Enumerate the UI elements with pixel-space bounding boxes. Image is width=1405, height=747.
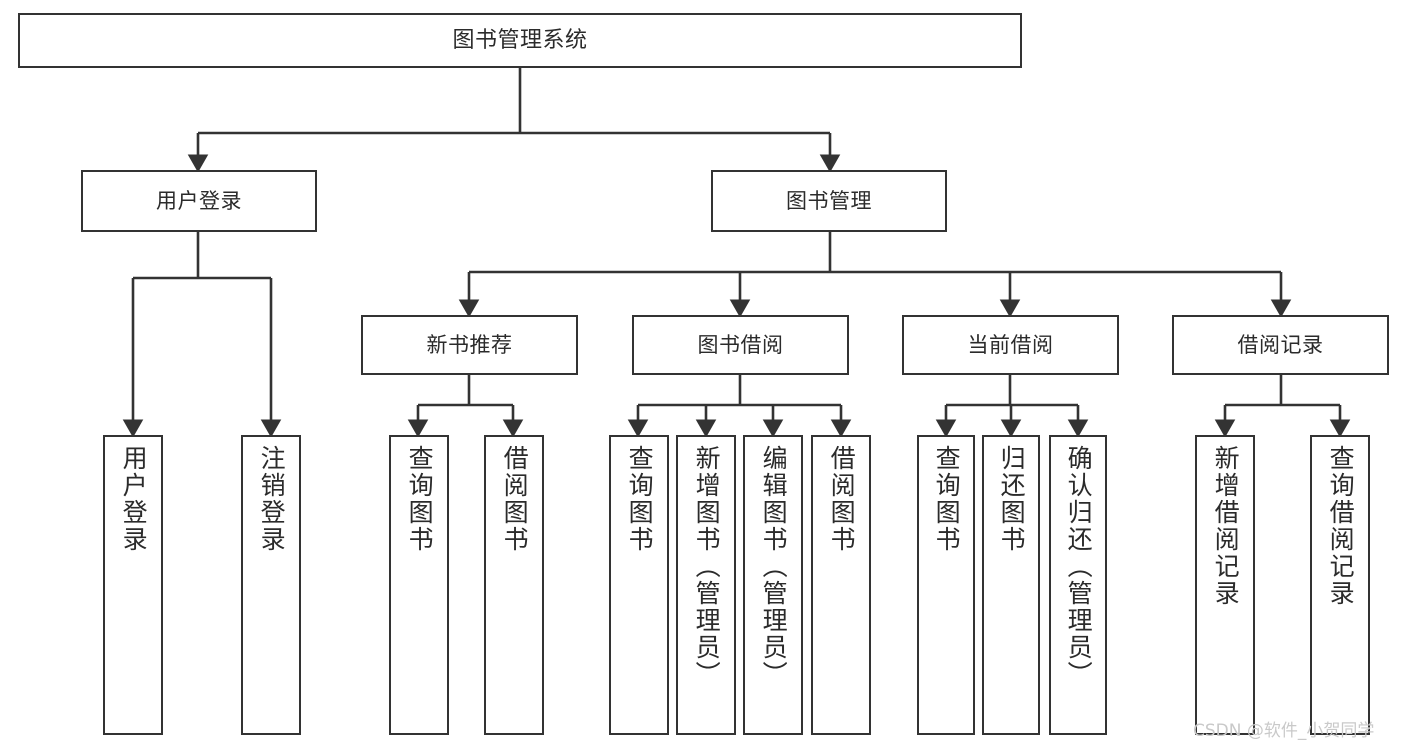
watermark-text: CSDN @软件_小贺同学 xyxy=(1193,721,1375,741)
node-root-book-management-system[interactable]: 图书管理系统 xyxy=(18,13,1022,68)
leaf-logout[interactable]: 注销登录 xyxy=(241,435,301,735)
node-label: 借阅图书 xyxy=(827,445,857,553)
node-label: 注销登录 xyxy=(257,445,287,553)
node-label: 当前借阅 xyxy=(967,332,1054,357)
node-borrow-records[interactable]: 借阅记录 xyxy=(1172,315,1389,375)
node-label: 查询图书 xyxy=(932,445,962,553)
node-label: 图书管理系统 xyxy=(452,27,588,53)
node-label: 图书借阅 xyxy=(697,332,784,357)
node-label: 查询图书 xyxy=(625,445,655,553)
node-label: 确认归还（管理员） xyxy=(1064,445,1094,688)
leaf-edit-book-admin[interactable]: 编辑图书（管理员） xyxy=(743,435,803,735)
leaf-return-book[interactable]: 归还图书 xyxy=(982,435,1040,735)
node-label: 新增图书（管理员） xyxy=(692,445,722,688)
node-label: 查询借阅记录 xyxy=(1326,445,1356,607)
node-new-book-recommend[interactable]: 新书推荐 xyxy=(361,315,578,375)
leaf-borrow-book[interactable]: 借阅图书 xyxy=(811,435,871,735)
node-label: 编辑图书（管理员） xyxy=(759,445,789,688)
node-label: 借阅图书 xyxy=(500,445,530,553)
node-label: 借阅记录 xyxy=(1237,332,1324,357)
node-label: 归还图书 xyxy=(997,445,1027,553)
node-current-borrow[interactable]: 当前借阅 xyxy=(902,315,1119,375)
leaf-query-borrow-record[interactable]: 查询借阅记录 xyxy=(1310,435,1370,735)
node-book-borrow[interactable]: 图书借阅 xyxy=(632,315,849,375)
leaf-borrow-book-recommend[interactable]: 借阅图书 xyxy=(484,435,544,735)
node-label: 查询图书 xyxy=(405,445,435,553)
node-label: 用户登录 xyxy=(156,188,242,213)
node-label: 新书推荐 xyxy=(426,332,513,357)
leaf-add-borrow-record[interactable]: 新增借阅记录 xyxy=(1195,435,1255,735)
node-label: 图书管理 xyxy=(786,188,872,213)
leaf-query-book-current[interactable]: 查询图书 xyxy=(917,435,975,735)
node-label: 用户登录 xyxy=(119,445,149,553)
node-book-management[interactable]: 图书管理 xyxy=(711,170,947,232)
leaf-query-book-recommend[interactable]: 查询图书 xyxy=(389,435,449,735)
node-label: 新增借阅记录 xyxy=(1211,445,1241,607)
leaf-user-login[interactable]: 用户登录 xyxy=(103,435,163,735)
leaf-add-book-admin[interactable]: 新增图书（管理员） xyxy=(676,435,736,735)
leaf-confirm-return-admin[interactable]: 确认归还（管理员） xyxy=(1049,435,1107,735)
leaf-query-book-borrow[interactable]: 查询图书 xyxy=(609,435,669,735)
node-user-login[interactable]: 用户登录 xyxy=(81,170,317,232)
